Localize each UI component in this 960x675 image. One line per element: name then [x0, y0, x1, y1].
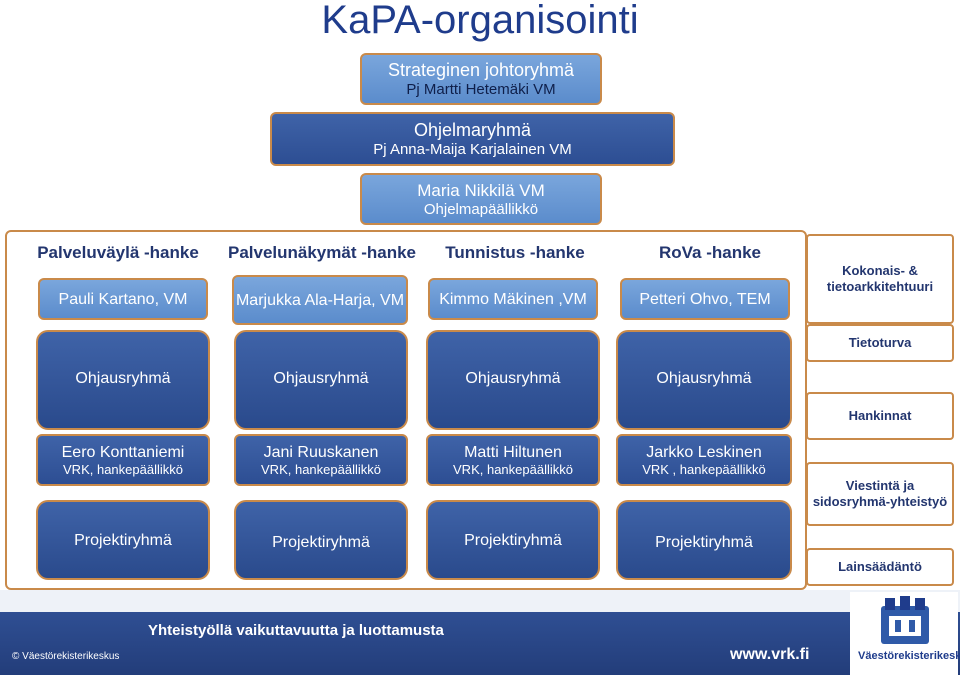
project-manager-name: Jani Ruuskanen [263, 443, 379, 461]
project-manager-role: VRK, hankepäällikkö [261, 461, 381, 477]
side-topic-security: Tietoturva [806, 324, 954, 362]
side-topic-architecture: Kokonais- & tietoarkkitehtuuri [806, 234, 954, 324]
footer-copyright: © Väestörekisterikeskus [12, 651, 120, 662]
program-manager-box: Maria Nikkilä VM Ohjelmapäällikkö [360, 173, 602, 225]
strategic-board-box: Strateginen johtoryhmä Pj Martti Hetemäk… [360, 53, 602, 105]
project-team-label: Projektiryhmä [272, 534, 370, 551]
project-manager-role: VRK , hankepäällikkö [642, 461, 766, 477]
project-team-label: Projektiryhmä [655, 534, 753, 551]
project-team-box [36, 500, 210, 580]
project-manager-role: VRK, hankepäällikkö [63, 461, 183, 477]
steering-group-label: Ohjausryhmä [273, 370, 369, 387]
steering-group-label: Ohjausryhmä [465, 370, 561, 387]
project-title: Palvelunäkymät -hanke [227, 243, 417, 262]
project-title: RoVa -hanke [658, 243, 762, 262]
side-topic-communication: Viestintä ja sidosryhmä-yhteistyö [806, 462, 954, 526]
footer-url[interactable]: www.vrk.fi [730, 646, 810, 663]
project-team-box [234, 500, 408, 580]
project-manager-box: Eero Konttaniemi VRK, hankepäällikkö [36, 434, 210, 486]
project-manager-name: Eero Konttaniemi [61, 443, 185, 461]
project-lead-box: Kimmo Mäkinen ,VM [428, 278, 598, 320]
project-title: Palveluväylä -hanke [37, 243, 199, 262]
steering-group-box [36, 330, 210, 430]
strategic-board-title: Strateginen johtoryhmä [387, 60, 575, 80]
side-topic-procurement: Hankinnat [806, 392, 954, 440]
project-team-box [426, 500, 600, 580]
project-manager-role: VRK, hankepäällikkö [453, 461, 573, 477]
project-team-label: Projektiryhmä [74, 532, 172, 549]
steering-group-box [426, 330, 600, 430]
steering-group-box [616, 330, 792, 430]
logo-text: Väestörekisterikeskus [858, 650, 960, 662]
footer-strip [0, 590, 960, 614]
project-manager-box: Matti Hiltunen VRK, hankepäällikkö [426, 434, 600, 486]
program-group-chair: Pj Anna-Maija Karjalainen VM [373, 141, 572, 158]
strategic-board-chair: Pj Martti Hetemäki VM [406, 81, 556, 98]
project-lead-box: Petteri Ohvo, TEM [620, 278, 790, 320]
project-lead-box: Marjukka Ala-Harja, VM [232, 275, 408, 325]
program-manager-name: Maria Nikkilä VM [417, 180, 545, 200]
project-team-box [616, 500, 792, 580]
project-team-label: Projektiryhmä [464, 532, 562, 549]
program-group-box: Ohjelmaryhmä Pj Anna-Maija Karjalainen V… [270, 112, 675, 166]
project-manager-box: Jani Ruuskanen VRK, hankepäällikkö [234, 434, 408, 486]
page-title: KaPA-organisointi [321, 0, 639, 42]
side-topic-legislation: Lainsäädäntö [806, 548, 954, 586]
project-manager-name: Jarkko Leskinen [646, 443, 762, 461]
vrk-logo-icon [881, 596, 929, 644]
footer-band [0, 612, 960, 675]
steering-group-label: Ohjausryhmä [75, 370, 171, 387]
footer-slogan: Yhteistyöllä vaikuttavuutta ja luottamus… [148, 622, 444, 639]
project-manager-name: Matti Hiltunen [464, 443, 562, 461]
project-lead-box: Pauli Kartano, VM [38, 278, 208, 320]
program-group-title: Ohjelmaryhmä [413, 120, 532, 140]
project-manager-box: Jarkko Leskinen VRK , hankepäällikkö [616, 434, 792, 486]
steering-group-label: Ohjausryhmä [656, 370, 752, 387]
steering-group-box [234, 330, 408, 430]
project-title: Tunnistus -hanke [445, 243, 585, 262]
program-manager-role: Ohjelmapäällikkö [423, 200, 539, 218]
